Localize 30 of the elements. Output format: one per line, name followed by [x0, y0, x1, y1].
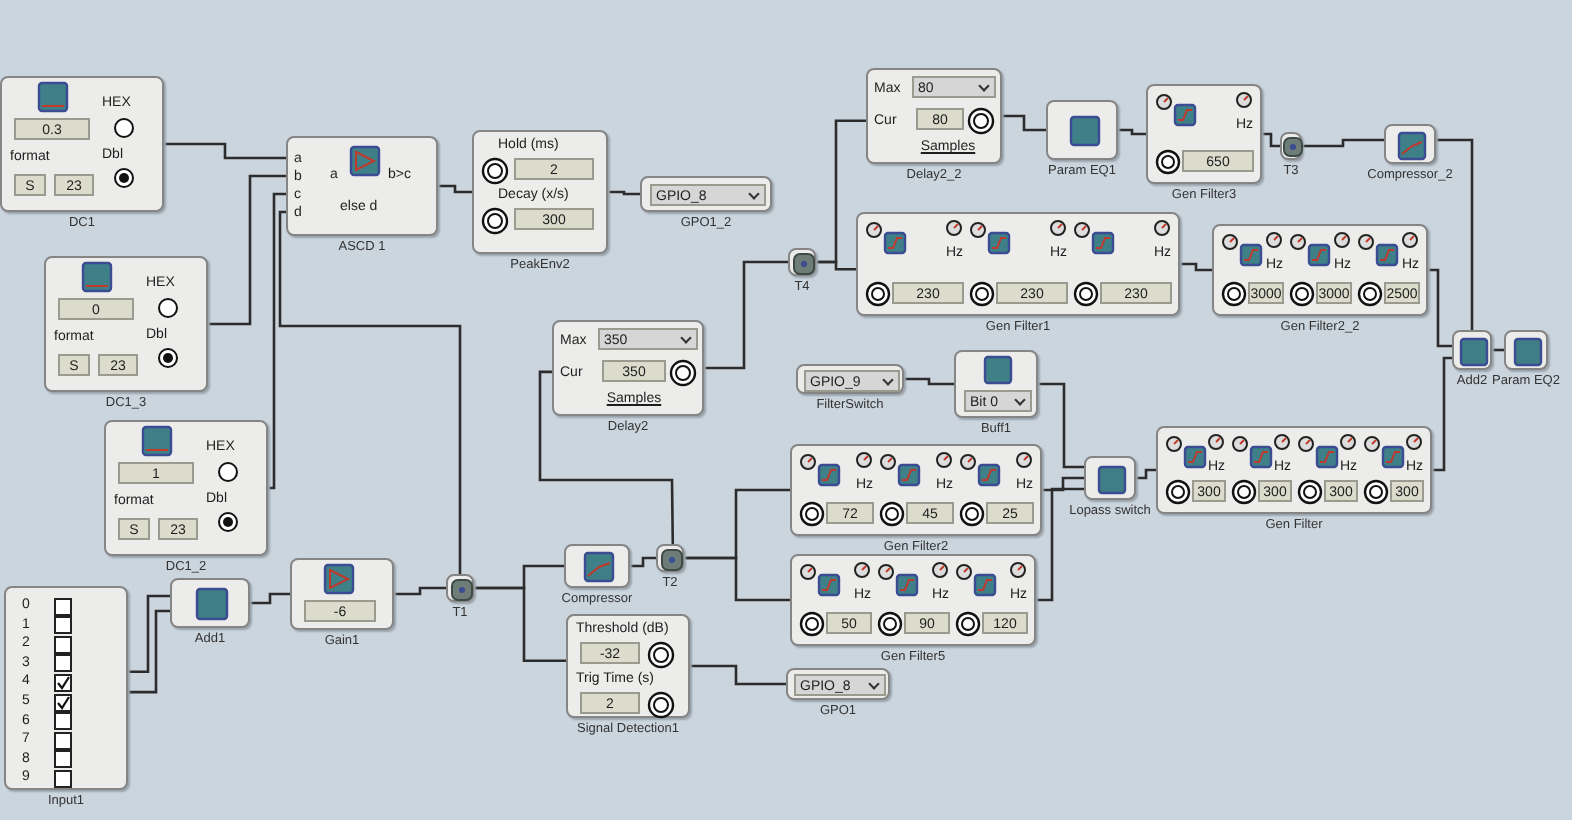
connector — [1036, 487, 1084, 602]
connector — [1302, 138, 1384, 148]
connector — [630, 556, 656, 568]
connector — [1180, 262, 1212, 272]
connector — [608, 190, 640, 196]
connector — [1136, 468, 1156, 480]
connector — [1042, 476, 1084, 492]
connector — [1262, 132, 1280, 148]
connector — [250, 592, 290, 605]
connector — [1038, 382, 1084, 469]
connector — [208, 174, 286, 326]
connector — [1432, 356, 1452, 472]
connector — [904, 377, 954, 386]
connector — [268, 192, 286, 490]
connector — [474, 586, 566, 663]
connector — [538, 370, 675, 544]
connector — [1436, 138, 1474, 330]
connector — [1002, 114, 1046, 132]
connector — [1118, 128, 1146, 136]
connector — [164, 142, 286, 160]
connector — [704, 260, 788, 370]
connector — [438, 184, 472, 194]
connector — [1428, 268, 1452, 348]
connector — [690, 664, 786, 686]
connector — [684, 556, 790, 602]
connector — [394, 586, 446, 596]
connector — [278, 210, 462, 574]
connector — [128, 609, 170, 694]
connector — [128, 594, 170, 673]
connector — [816, 260, 856, 271]
